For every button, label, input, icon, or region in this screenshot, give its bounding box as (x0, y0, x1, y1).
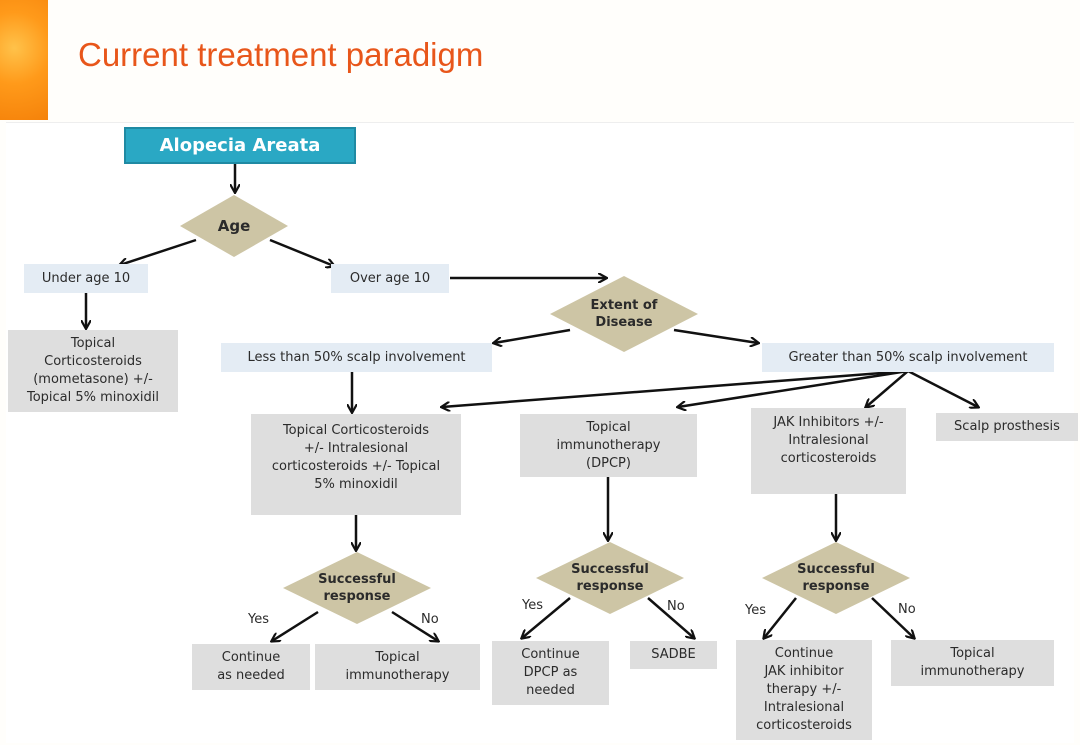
arrow-dpcp-no (647, 597, 694, 638)
outcome-cs-topical-immunotherapy: Topical immunotherapy (315, 644, 480, 690)
node-less-than-50: Less than 50% scalp involvement (221, 343, 492, 372)
outcome-jak-topical-immunotherapy: Topical immunotherapy (891, 640, 1054, 686)
decision-response-line: response (576, 579, 644, 594)
yes-label: Yes (745, 603, 766, 618)
text-line: Corticosteroids (44, 354, 142, 369)
text-line: Topical Corticosteroids (282, 423, 430, 438)
no-label: No (421, 612, 439, 627)
arrow-cs-no (391, 610, 438, 641)
arrow-dpcp-yes (522, 597, 571, 638)
node-topical-corticosteroids: Topical Corticosteroids +/- Intralesiona… (251, 414, 461, 515)
no-label: No (667, 599, 685, 614)
text-line: +/- Intralesional (303, 441, 409, 456)
over-age-label: Over age 10 (349, 270, 431, 286)
slide-title: Current treatment paradigm (78, 36, 484, 73)
text-line: Topical (375, 650, 420, 665)
yes-label: Yes (248, 612, 269, 627)
text-line: Continue (521, 647, 580, 662)
decision-response-cs: Successful response (283, 552, 431, 624)
node-over-age-10: Over age 10 (331, 264, 449, 293)
root-node-alopecia-areata: Alopecia Areata (124, 127, 356, 164)
arrow-greater-to-prosthesis (907, 369, 978, 407)
slide-accent-bar (0, 0, 48, 120)
decision-age: Age (180, 195, 288, 257)
text-line: JAK inhibitor (764, 664, 844, 679)
yes-label: Yes (522, 598, 543, 613)
text-line: Topical 5% minoxidil (26, 390, 159, 405)
node-under-age-10: Under age 10 (24, 264, 148, 293)
decision-age-label: Age (217, 216, 251, 235)
node-topical-immunotherapy-dpcp: Topical immunotherapy (DPCP) (520, 414, 697, 477)
arrow-extent-to-greater (673, 328, 758, 343)
no-label: No (898, 602, 916, 617)
node-scalp-prosthesis: Scalp prosthesis (936, 413, 1078, 441)
decision-extent-line: Disease (595, 315, 653, 330)
arrow-greater-to-jak (866, 370, 909, 407)
arrow-greater-to-dpcp (678, 369, 909, 407)
arrow-age-to-under (120, 238, 197, 265)
node-jak-inhibitors: JAK Inhibitors +/- Intralesional cortico… (751, 408, 906, 494)
text-line: immunotherapy (556, 437, 661, 453)
text-line: corticosteroids (780, 451, 877, 466)
decision-response-line: Successful (318, 572, 396, 587)
outcome-cs-continue: Continue as needed (192, 644, 310, 690)
arrow-extent-to-less (494, 328, 571, 343)
text-line: (mometasone) +/- (33, 372, 153, 387)
text-line: immunotherapy (345, 668, 450, 683)
node-under-age-treatment: Topical Corticosteroids (mometasone) +/-… (8, 330, 178, 412)
text-line: Intralesional (763, 700, 845, 715)
decision-extent-of-disease: Extent of Disease (550, 276, 698, 352)
decision-response-dpcp: Successful response (536, 542, 684, 614)
text-line: Intralesional (788, 433, 869, 448)
text-line: therapy +/- (766, 682, 842, 697)
text-line: Topical (70, 336, 116, 351)
text-line: corticosteroids (756, 718, 852, 733)
text-line: as needed (217, 668, 285, 683)
under-age-label: Under age 10 (41, 270, 131, 286)
text-line: needed (526, 683, 575, 698)
text-line: JAK Inhibitors +/- (773, 415, 884, 430)
decision-extent-line: Extent of (590, 298, 658, 313)
text-line: Topical (950, 646, 995, 661)
arrow-cs-yes (272, 610, 319, 641)
text-line: (DPCP) (586, 455, 631, 471)
text-line: corticosteroids +/- Topical (271, 459, 441, 474)
text-line: Topical (586, 419, 631, 435)
node-greater-than-50: Greater than 50% scalp involvement (762, 343, 1054, 372)
text-line: Continue (774, 646, 834, 661)
scalp-prosthesis-label: Scalp prosthesis (954, 419, 1060, 434)
text-line: 5% minoxidil (314, 477, 398, 492)
outcome-jak-continue: Continue JAK inhibitor therapy +/- Intra… (736, 640, 872, 740)
outcome-dpcp-continue: Continue DPCP as needed (492, 641, 609, 705)
greater-than-50-label: Greater than 50% scalp involvement (788, 349, 1028, 365)
text-line: Continue (221, 650, 281, 665)
text-line: immunotherapy (920, 664, 1025, 679)
decision-response-line: response (802, 579, 870, 594)
decision-response-line: Successful (571, 562, 649, 577)
decision-response-line: response (323, 589, 391, 604)
arrow-greater-to-topical-cs (442, 369, 909, 407)
outcome-dpcp-sadbe: SADBE (630, 641, 717, 669)
arrow-age-to-over (269, 238, 334, 266)
root-label: Alopecia Areata (159, 134, 321, 156)
less-than-50-label: Less than 50% scalp involvement (247, 349, 466, 365)
text-line: DPCP as (523, 665, 578, 680)
sadbe-label: SADBE (651, 647, 696, 662)
decision-response-line: Successful (797, 562, 875, 577)
arrow-jak-no (871, 597, 914, 638)
decision-response-jak: Successful response (762, 542, 910, 614)
arrow-jak-yes (764, 597, 797, 638)
